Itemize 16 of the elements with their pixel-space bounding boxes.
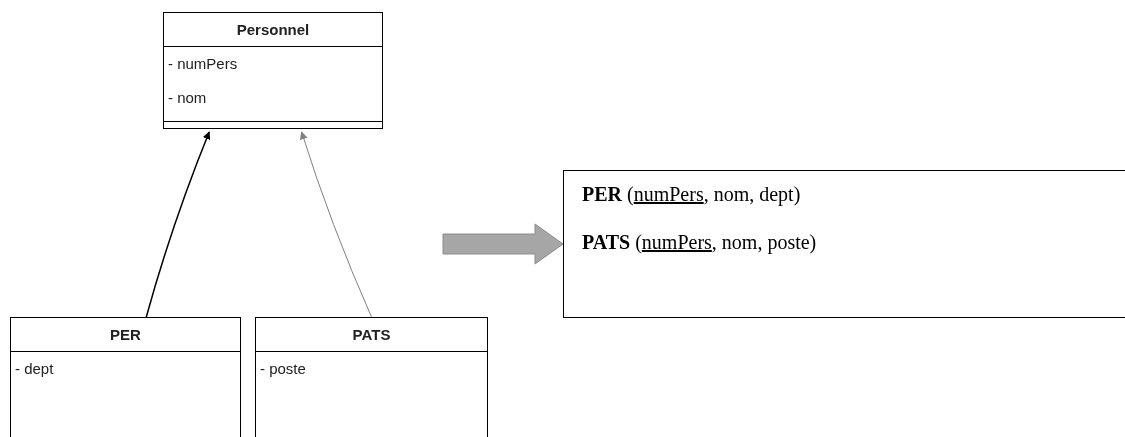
arrow	[299, 131, 372, 318]
attribute-text: - dept	[14, 359, 55, 379]
attribute-text: - poste	[259, 359, 307, 379]
class-box	[255, 317, 488, 437]
attribute-text: - numPers	[167, 54, 239, 74]
class-name: PATS	[256, 318, 487, 352]
schema-box	[563, 170, 1125, 318]
relation-schema: PER (numPers, nom, dept)	[582, 183, 802, 206]
class-name: Personnel	[164, 13, 382, 47]
class-box	[163, 12, 383, 129]
class-box	[10, 317, 241, 437]
arrow	[145, 131, 211, 318]
attribute-text: - nom	[167, 88, 208, 108]
class-name: PER	[11, 318, 240, 352]
relation-schema: PATS (numPers, nom, poste)	[582, 231, 818, 254]
block-arrow	[442, 223, 564, 265]
